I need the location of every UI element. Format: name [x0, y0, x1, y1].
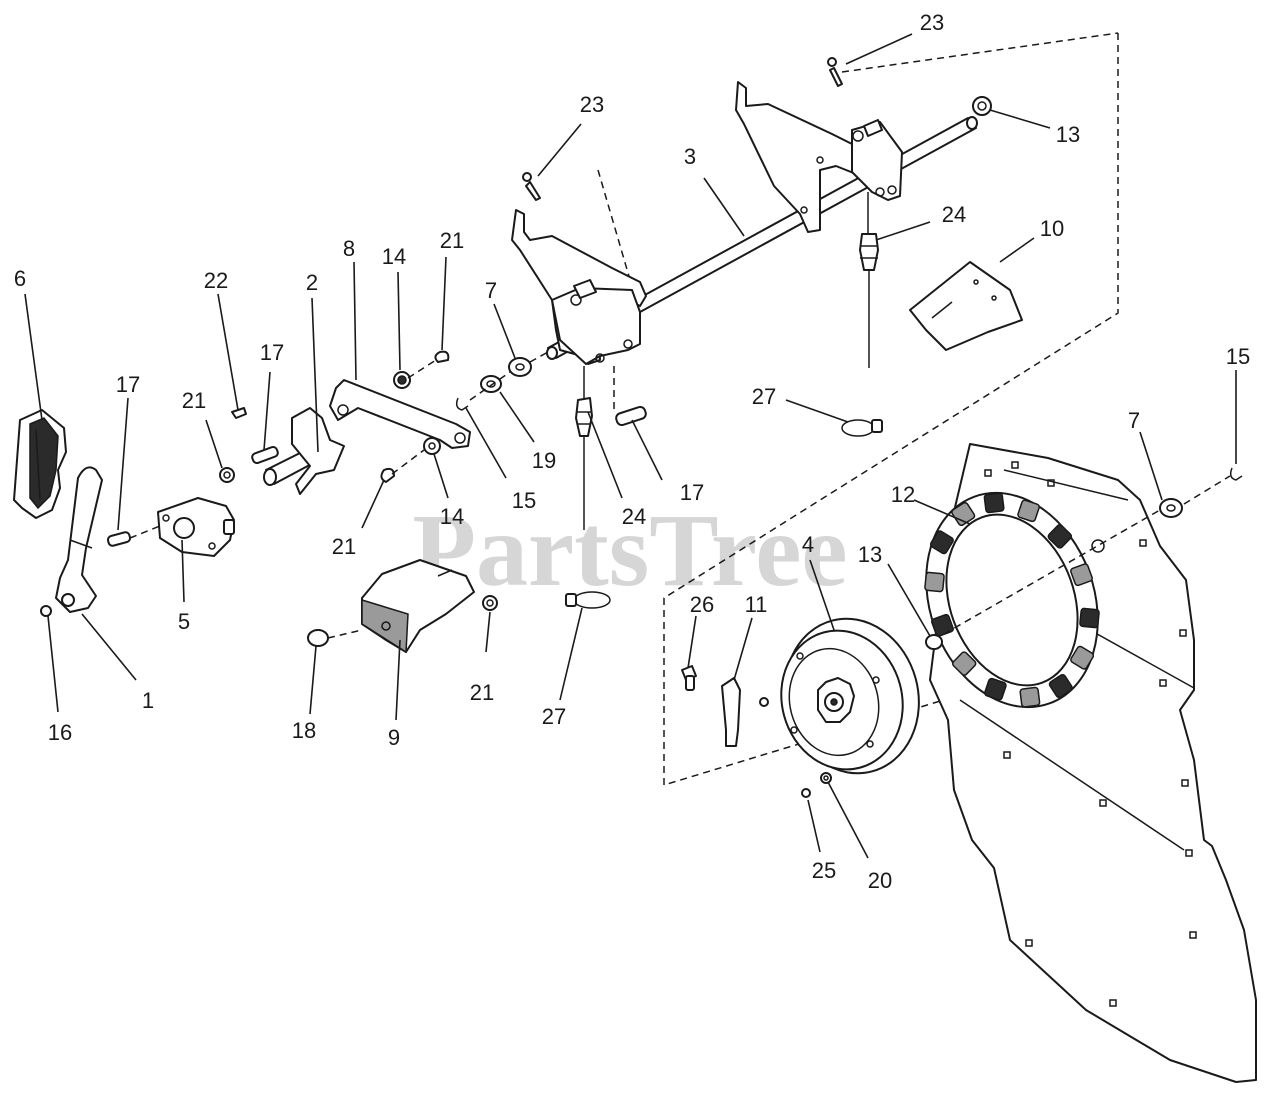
ring-lug	[1079, 607, 1100, 629]
hose-clamp-27-high	[841, 419, 883, 437]
link-plate	[329, 379, 471, 449]
key-pin	[231, 407, 247, 419]
callout-19: 19	[532, 448, 556, 473]
pin-18	[307, 629, 329, 647]
ring-lug	[1048, 673, 1073, 699]
callout-22: 22	[204, 268, 228, 293]
callout-17-right: 17	[680, 480, 704, 505]
ring-lug	[1070, 563, 1093, 587]
sprocket-ring-12	[924, 491, 1100, 709]
callout-7-left: 7	[485, 278, 497, 303]
e-clip-15	[455, 397, 469, 411]
bushing-14-upper	[393, 371, 411, 389]
clip-21-upper	[434, 350, 450, 363]
callout-26: 26	[690, 592, 714, 617]
watermark: PartsTree	[412, 493, 847, 608]
bushing-13-top	[972, 96, 992, 116]
ring-lug	[984, 677, 1007, 701]
dashed-boundary	[597, 32, 1119, 787]
callout-8: 8	[343, 236, 355, 261]
callout-24-right: 24	[942, 202, 966, 227]
e-clip-15-right	[1229, 467, 1243, 481]
hex-nut-21-a	[219, 467, 235, 483]
bolt-23-left	[522, 172, 541, 201]
callout-13-top: 13	[1056, 122, 1080, 147]
callout-12: 12	[891, 482, 915, 507]
callout-27-high: 27	[752, 384, 776, 409]
ring-lug	[951, 651, 977, 676]
callout-21-b: 21	[440, 228, 464, 253]
callout-6: 6	[14, 266, 26, 291]
callout-1: 1	[142, 688, 154, 713]
cable-end-24-right	[859, 192, 879, 368]
bushing-13-lower	[925, 634, 943, 650]
ring-lug	[1070, 645, 1095, 670]
handle-grip	[13, 409, 67, 519]
callout-13-lower: 13	[858, 542, 882, 567]
callout-15-right: 15	[1226, 344, 1250, 369]
callout-10: 10	[1040, 216, 1064, 241]
callout-21-c: 21	[332, 534, 356, 559]
callout-15-left: 15	[512, 488, 536, 513]
cable-end-24-left	[575, 366, 593, 530]
callout-23-left: 23	[580, 92, 604, 117]
callout-16: 16	[48, 720, 72, 745]
callout-5: 5	[178, 609, 190, 634]
callout-11: 11	[745, 592, 768, 617]
retaining-ring	[40, 605, 52, 617]
drum-wheel-4	[780, 617, 920, 775]
ring-lug	[1019, 686, 1041, 708]
cover-plate-10	[909, 261, 1023, 351]
ring-lug	[983, 492, 1005, 514]
callout-21-d: 21	[470, 680, 494, 705]
washer-7-right	[1159, 498, 1183, 518]
callout-17-left: 17	[116, 372, 140, 397]
pivot-pin-mid	[251, 445, 279, 465]
callout-4: 4	[802, 532, 814, 557]
callout-17-mid: 17	[260, 340, 284, 365]
callout-23-right: 23	[920, 10, 944, 35]
callout-2: 2	[306, 270, 318, 295]
hose-clamp-27-low	[565, 591, 611, 609]
callout-18: 18	[292, 718, 316, 743]
callout-27-low: 27	[542, 704, 566, 729]
callout-14-lower: 14	[440, 504, 464, 529]
callout-7-right: 7	[1128, 408, 1140, 433]
callout-24-left: 24	[622, 504, 646, 529]
small-nut	[759, 697, 769, 707]
ring-lug	[951, 501, 976, 527]
bracket-9	[361, 559, 475, 654]
pivot-pin-left	[106, 531, 132, 547]
callout-21-a: 21	[182, 388, 206, 413]
bolt-26	[681, 665, 697, 691]
ring-lug	[1047, 524, 1073, 549]
callout-labels: 1 2 3 4 5 6 7 7 8 9 10 11 12 13 13 14 14…	[14, 10, 1250, 893]
callout-25: 25	[812, 858, 836, 883]
callout-3: 3	[684, 144, 696, 169]
leader-lines	[24, 33, 1237, 859]
main-shaft-assembly	[511, 81, 978, 365]
washer-19	[480, 375, 502, 393]
callout-14-upper: 14	[382, 244, 406, 269]
control-lever	[55, 466, 103, 613]
ring-lug	[929, 530, 954, 555]
callout-20: 20	[868, 868, 892, 893]
screw-25	[801, 788, 811, 798]
spring-clip-11	[721, 677, 741, 747]
ring-lug	[924, 571, 945, 593]
bolt-23-right	[827, 57, 843, 87]
mounting-bracket	[157, 497, 235, 557]
washer-20	[820, 772, 832, 784]
bushing-14-lower	[423, 437, 441, 455]
washer-7-left	[508, 357, 532, 377]
callout-9: 9	[388, 725, 400, 750]
hex-nut-21-d	[482, 595, 498, 611]
pivot-pin-right	[615, 405, 647, 427]
ring-lug	[1017, 499, 1040, 523]
clip-21-mid	[380, 467, 395, 483]
